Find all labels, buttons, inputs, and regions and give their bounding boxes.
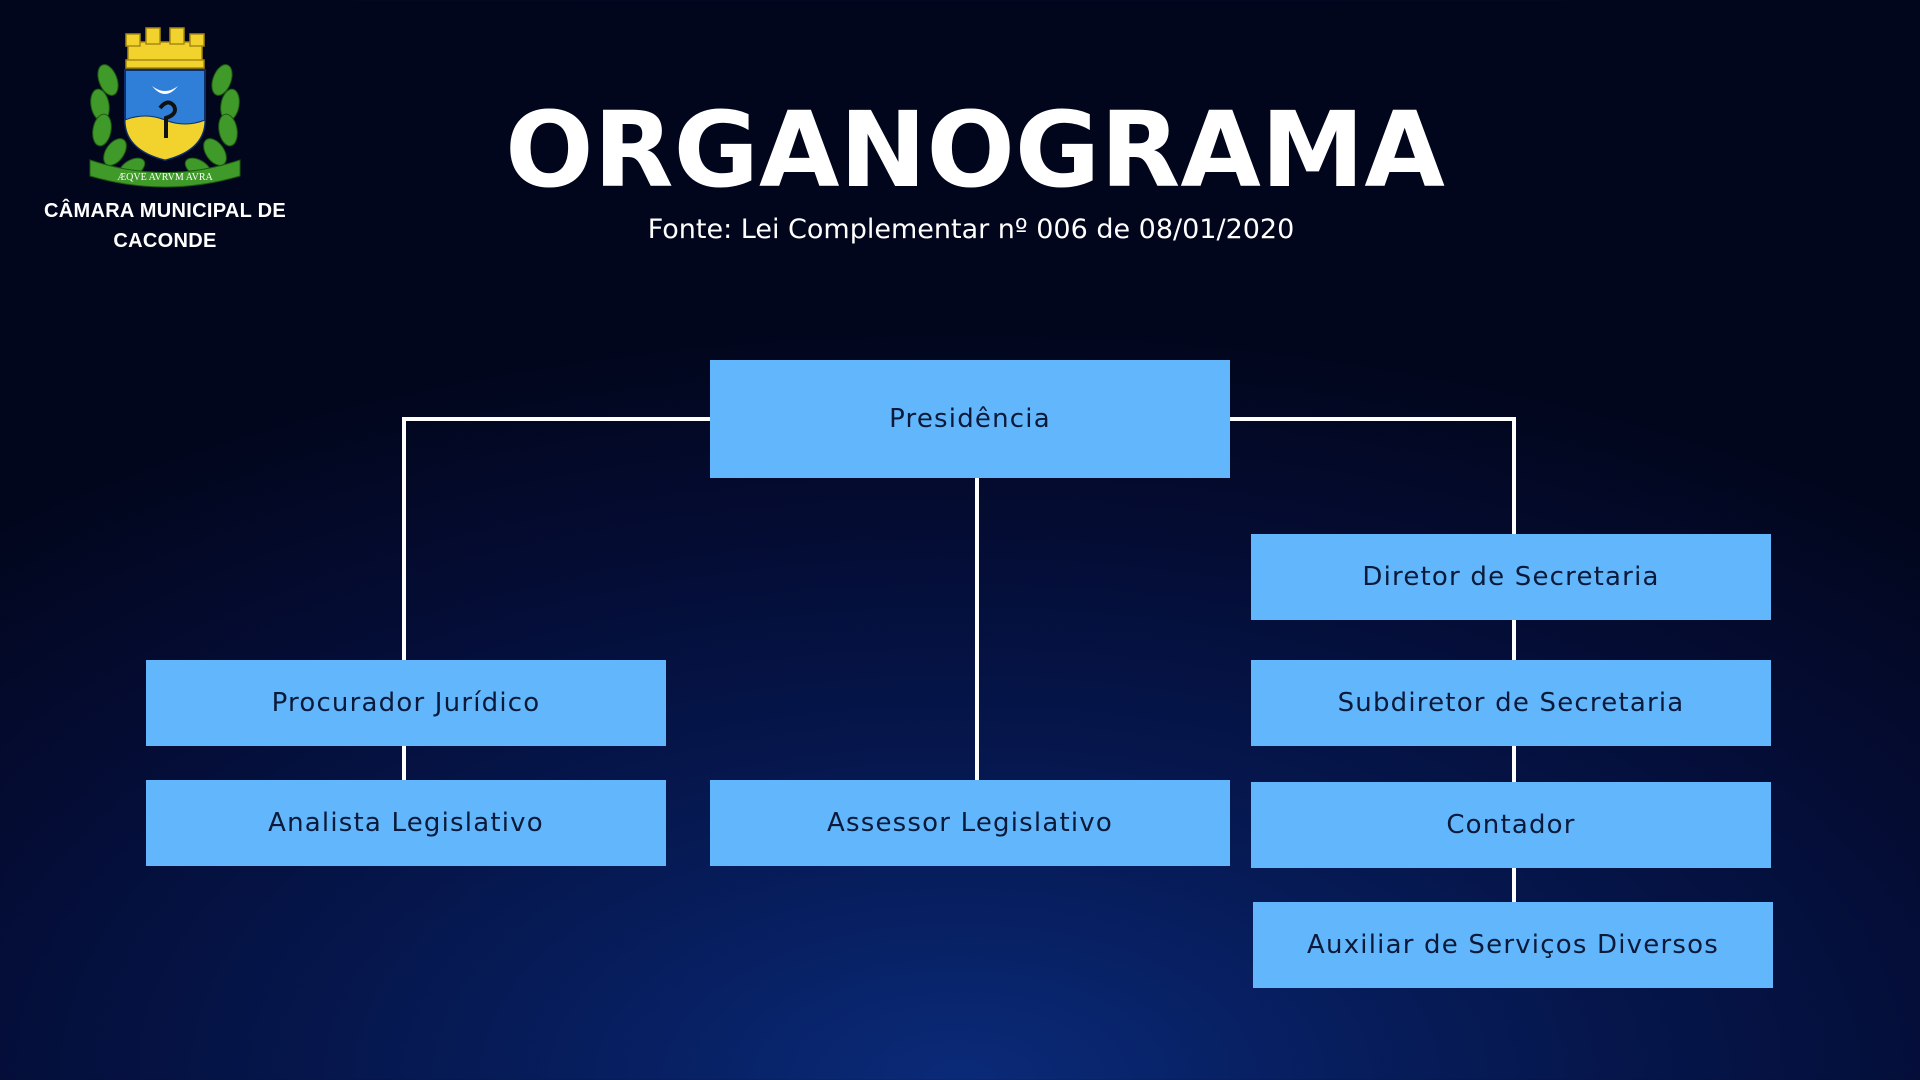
laurel-right xyxy=(184,64,240,179)
node-presidencia-label: Presidência xyxy=(889,404,1051,434)
node-diretor-label: Diretor de Secretaria xyxy=(1362,562,1660,592)
motto-text: ÆQVE AVRVM AVRA xyxy=(117,172,213,183)
node-analista-label: Analista Legislativo xyxy=(268,808,544,838)
node-contador: Contador xyxy=(1251,782,1771,868)
node-diretor-de-secretaria: Diretor de Secretaria xyxy=(1251,534,1771,620)
node-analista-legislativo: Analista Legislativo xyxy=(146,780,666,866)
node-procurador-label: Procurador Jurídico xyxy=(271,688,541,718)
edge-presidencia-procurador xyxy=(402,417,710,660)
motto-ribbon xyxy=(89,159,241,188)
node-presidencia: Presidência xyxy=(710,360,1230,478)
crescent xyxy=(152,86,178,94)
edge-presidencia-diretor xyxy=(1230,417,1516,534)
node-assessor-label: Assessor Legislativo xyxy=(827,808,1113,838)
node-assessor-legislativo: Assessor Legislativo xyxy=(710,780,1230,866)
node-subdiretor-label: Subdiretor de Secretaria xyxy=(1337,688,1685,718)
node-subdiretor-de-secretaria: Subdiretor de Secretaria xyxy=(1251,660,1771,746)
node-contador-label: Contador xyxy=(1446,810,1576,840)
snake-symbol xyxy=(158,100,177,138)
organization-name: CÂMARA MUNICIPAL DE CACONDE xyxy=(44,200,286,252)
node-auxiliar-label: Auxiliar de Serviços Diversos xyxy=(1307,930,1719,960)
crown xyxy=(125,27,205,69)
coat-of-arms-logo: ÆQVE AVRVM AVRA xyxy=(89,27,241,188)
page-subtitle: Fonte: Lei Complementar nº 006 de 08/01/… xyxy=(647,214,1295,245)
node-auxiliar-de-servicos-diversos: Auxiliar de Serviços Diversos xyxy=(1253,902,1773,988)
page-title: ORGANOGRAMA xyxy=(505,89,1445,211)
node-procurador-juridico: Procurador Jurídico xyxy=(146,660,666,746)
